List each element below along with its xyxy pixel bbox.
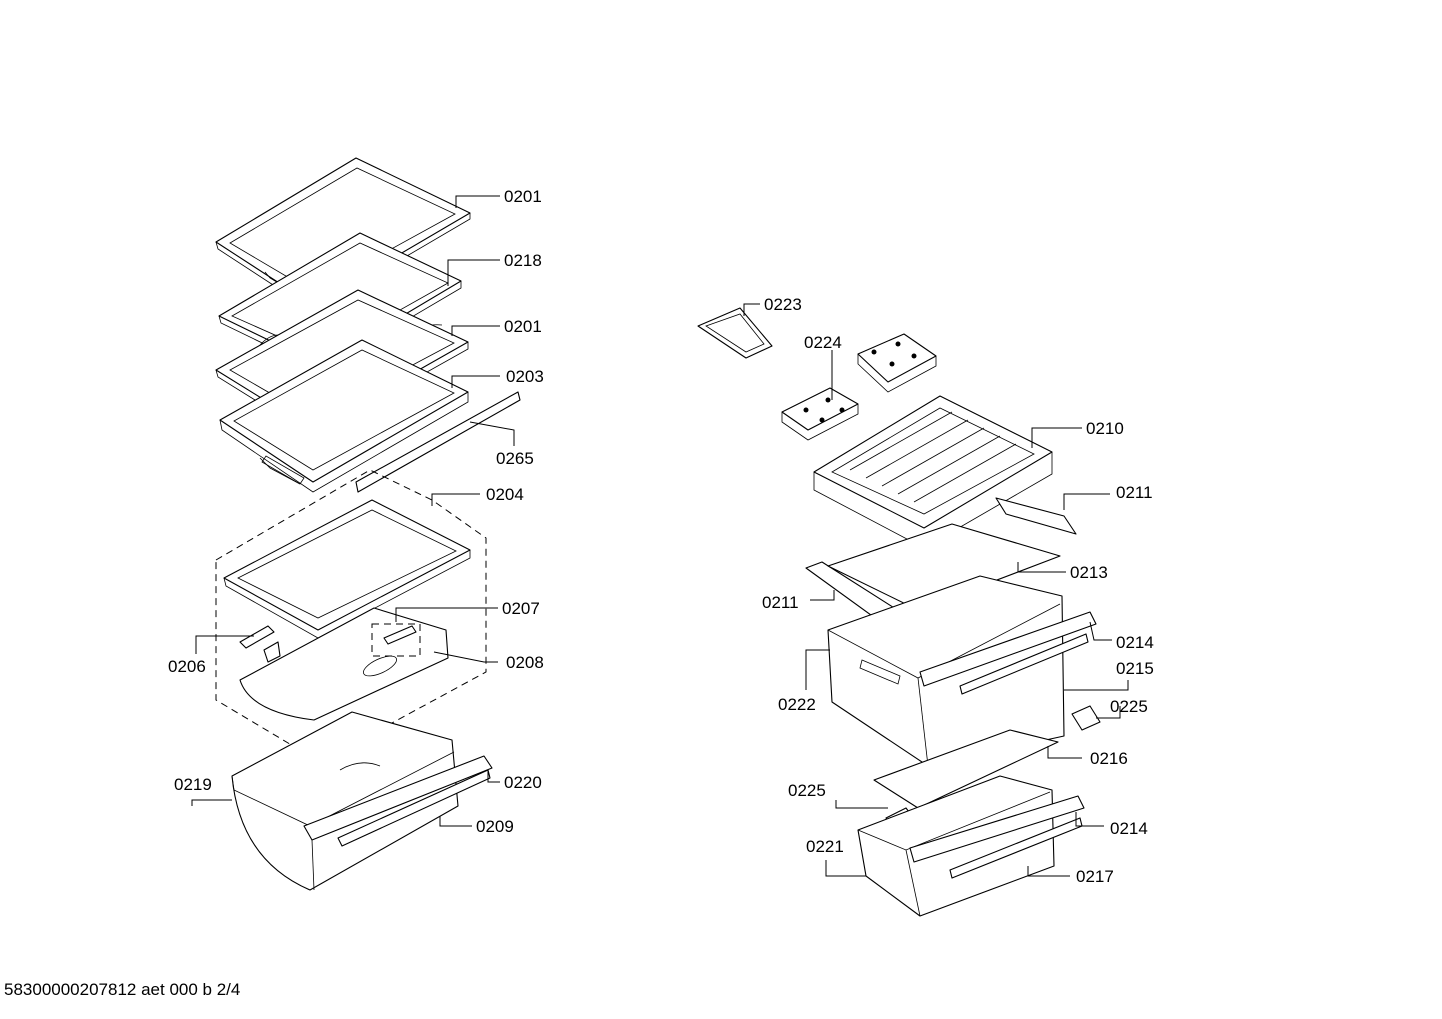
document-id-footer: 58300000207812 aet 000 b 2/4 <box>4 980 241 999</box>
shelf-0204 <box>223 499 471 639</box>
cover-0208 <box>239 607 449 721</box>
callout-0207: 0207 <box>502 599 540 618</box>
callout-0210: 0210 <box>1086 419 1124 438</box>
callout-0203: 0203 <box>506 367 544 386</box>
callout-0216: 0216 <box>1090 749 1128 768</box>
callout-0221: 0221 <box>806 837 844 856</box>
callout-0211-left: 0211 <box>762 593 799 612</box>
callout-0219: 0219 <box>174 775 212 794</box>
block-0224-a <box>857 333 937 393</box>
callout-0213: 0213 <box>1070 563 1108 582</box>
callout-0201-top: 0201 <box>504 187 542 206</box>
block-0224-b <box>781 387 859 441</box>
callout-0220: 0220 <box>504 773 542 792</box>
callout-0225-top: 0225 <box>1110 697 1148 716</box>
clip-0206 <box>239 625 281 663</box>
trim-strip-0265 <box>355 391 521 493</box>
callout-0215: 0215 <box>1116 659 1154 678</box>
callout-0223: 0223 <box>764 295 802 314</box>
callout-0224: 0224 <box>804 333 842 352</box>
callout-0211-right: 0211 <box>1116 483 1153 502</box>
leader-lines <box>191 195 1129 877</box>
callout-0214-bottom: 0214 <box>1110 819 1148 838</box>
callout-0208: 0208 <box>506 653 544 672</box>
drawer-0222 <box>827 575 1097 767</box>
latch-0225-a <box>1071 705 1101 731</box>
callout-0201-second: 0201 <box>504 317 542 336</box>
plate-0213 <box>827 523 1061 611</box>
drawer-0219 <box>231 711 493 891</box>
callout-0265: 0265 <box>496 449 534 468</box>
drawer-0221 <box>857 775 1085 917</box>
plate-0216 <box>873 729 1059 809</box>
callout-0225-bottom: 0225 <box>788 781 826 800</box>
tray-0223 <box>697 307 773 359</box>
callout-0206: 0206 <box>168 657 206 676</box>
callout-0214-top: 0214 <box>1116 633 1154 652</box>
callout-0222: 0222 <box>778 695 816 714</box>
callout-0204: 0204 <box>486 485 524 504</box>
callout-0209: 0209 <box>476 817 514 836</box>
callout-0217: 0217 <box>1076 867 1114 886</box>
shelf-frame-0203 <box>219 339 469 493</box>
rail-0211-right <box>995 497 1077 535</box>
crisper-tray-0210 <box>813 395 1053 549</box>
callout-0218: 0218 <box>504 251 542 270</box>
assembly-group-0204-outline <box>215 469 487 763</box>
